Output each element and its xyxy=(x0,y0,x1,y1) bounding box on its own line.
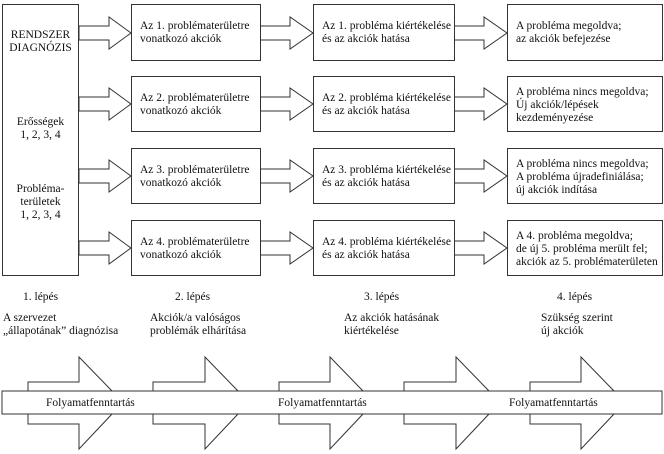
row-4-arrows xyxy=(78,231,508,265)
arrow-row2-to-outcome xyxy=(453,87,508,121)
row-4-outcome-text: A 4. probléma megoldva; de új 5. problém… xyxy=(516,230,658,268)
row-4-evaluation-text: Az 4. probléma kiértékelése és az akciók… xyxy=(322,236,451,261)
row-2-outcome-text: A probléma nincs megoldva; Új akciók/lép… xyxy=(516,86,649,124)
arrow-row1-to-evaluation xyxy=(259,16,314,50)
arrow-row4-to-evaluation xyxy=(259,231,314,265)
row-3-evaluation-text: Az 3. probléma kiértékelése és az akciók… xyxy=(322,164,451,189)
problem-areas-label: Probléma- területek 1, 2, 3, 4 xyxy=(16,183,65,221)
row-1-evaluation-text: Az 1. probléma kiértékelése és az akciók… xyxy=(322,20,451,45)
step-2-label: 2. lépés xyxy=(175,291,211,303)
system-diagnosis-box: RENDSZER DIAGNÓZIS Erősségek 1, 2, 3, 4 … xyxy=(2,4,79,276)
row-2-outcome-box: A probléma nincs megoldva; Új akciók/lép… xyxy=(507,76,663,132)
row-4-actions-text: Az 4. problématerületre vonatkozó akciók xyxy=(140,236,250,261)
arrow-row2-to-evaluation xyxy=(259,87,314,121)
arrow-row4-to-actions xyxy=(78,231,132,265)
arrow-row1-to-outcome xyxy=(453,16,508,50)
row-4-outcome-box: A 4. probléma megoldva; de új 5. problém… xyxy=(507,220,663,276)
row-2-actions-text: Az 2. problématerületre vonatkozó akciók xyxy=(140,92,250,117)
arrow-row3-to-actions xyxy=(78,159,132,193)
row-3-actions-text: Az 3. problématerületre vonatkozó akciók xyxy=(140,164,250,189)
row-1-outcome-text: A probléma megoldva; az akciók befejezés… xyxy=(516,20,622,45)
arrow-row4-to-outcome xyxy=(453,231,508,265)
diagnosis-title: RENDSZER DIAGNÓZIS xyxy=(9,29,72,54)
row-2-evaluation-text: Az 2. probléma kiértékelése és az akciók… xyxy=(322,92,451,117)
process-band-label-1: Folyamatfenntartás xyxy=(46,397,135,409)
arrow-row3-to-outcome xyxy=(453,159,508,193)
row-1-actions-box: Az 1. problématerületre vonatkozó akciók xyxy=(131,4,261,61)
process-band-label-2: Folyamatfenntartás xyxy=(278,397,367,409)
row-1-evaluation-box: Az 1. probléma kiértékelése és az akciók… xyxy=(313,4,455,61)
row-3-outcome-box: A probléma nincs megoldva; A probléma új… xyxy=(507,148,663,204)
step-4-description: Szükség szerint új akciók xyxy=(541,312,613,337)
row-2-actions-box: Az 2. problématerületre vonatkozó akciók xyxy=(131,76,261,132)
row-3-evaluation-box: Az 3. probléma kiértékelése és az akciók… xyxy=(313,148,455,204)
arrow-row3-to-evaluation xyxy=(259,159,314,193)
row-1-arrows xyxy=(78,16,508,50)
strengths-label: Erősségek 1, 2, 3, 4 xyxy=(16,116,65,141)
step-2-description: Akciók/a valóságos problémák elhárítása xyxy=(150,312,247,337)
process-band xyxy=(1,390,663,415)
row-1-outcome-box: A probléma megoldva; az akciók befejezés… xyxy=(507,4,663,61)
step-3-label: 3. lépés xyxy=(364,291,400,303)
row-2-evaluation-box: Az 2. probléma kiértékelése és az akciók… xyxy=(313,76,455,132)
row-4-evaluation-box: Az 4. probléma kiértékelése és az akciók… xyxy=(313,220,455,276)
row-4-actions-box: Az 4. problématerületre vonatkozó akciók xyxy=(131,220,261,276)
step-1-description: A szervezet „állapotának” diagnózisa xyxy=(3,312,119,337)
row-3-arrows xyxy=(78,159,508,193)
row-1-actions-text: Az 1. problématerületre vonatkozó akciók xyxy=(140,20,250,45)
step-3-description: Az akciók hatásának kiértékelése xyxy=(344,312,440,337)
step-1-label: 1. lépés xyxy=(23,291,59,303)
arrow-row2-to-actions xyxy=(78,87,132,121)
row-3-outcome-text: A probléma nincs megoldva; A probléma új… xyxy=(516,158,649,196)
step-4-label: 4. lépés xyxy=(557,291,593,303)
process-band-label-3: Folyamatfenntartás xyxy=(509,397,598,409)
arrow-row1-to-actions xyxy=(78,16,132,50)
row-2-arrows xyxy=(78,87,508,121)
row-3-actions-box: Az 3. problématerületre vonatkozó akciók xyxy=(131,148,261,204)
